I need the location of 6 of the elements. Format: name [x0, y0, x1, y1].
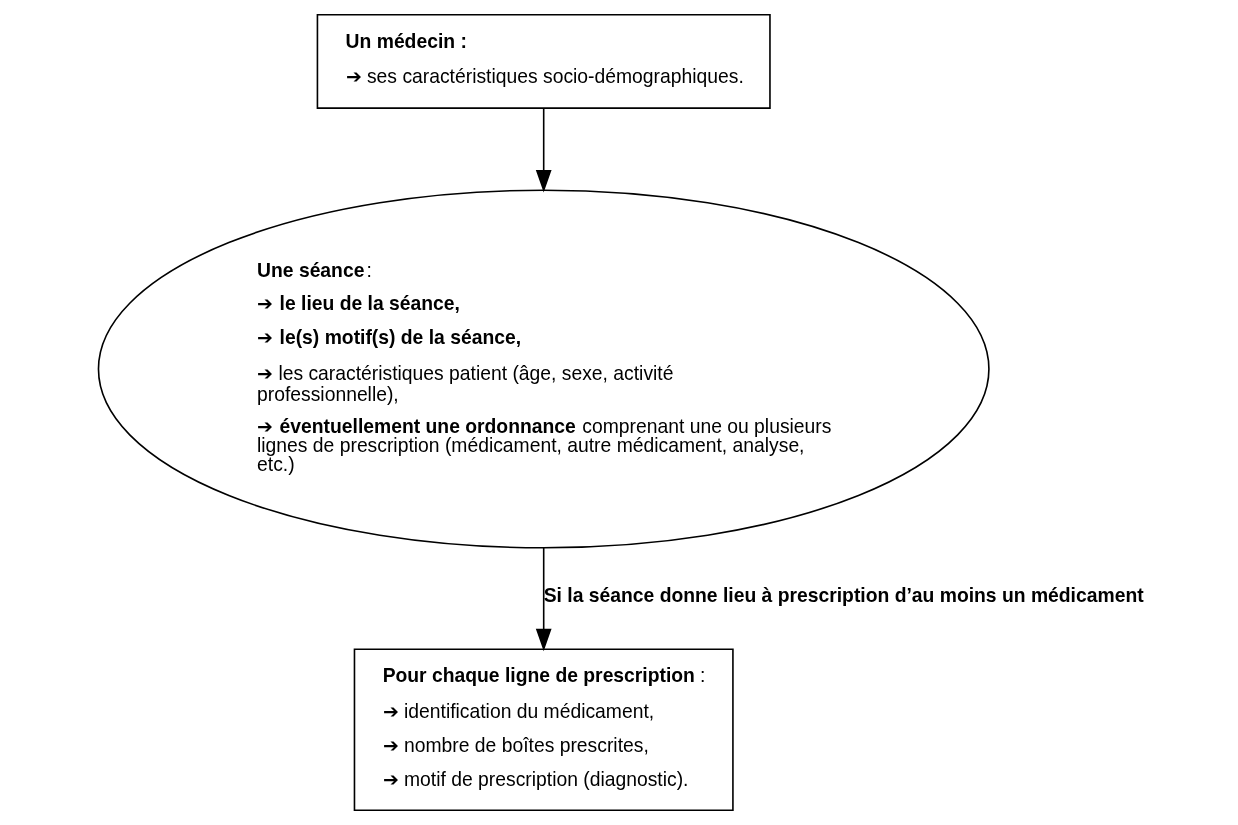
edge-label: Si la séance donne lieu à prescription d’au moins un médicament — [543, 584, 1144, 606]
node-ellipse: Une séance: ➔ le lieu de la séance, ➔ le(s) motif(s) de la séance, ➔ les caractéristiques patient (âge, sexe, activité professionnelle), ➔ éventuellement une ordonnance comprenant une ou plusieurs lignes de prescription (médicament, autre médicament, analyse, etc.) — [97, 189, 990, 549]
arrow — [535, 107, 552, 193]
node-box: Un médecin : ➔ ses caractéristiques socio-démographiques. — [316, 13, 771, 109]
arrow — [535, 547, 552, 652]
node-box: Pour chaque ligne de prescription : ➔ identification du médicament, ➔ nombre de boîtes prescrites, ➔ motif de prescription (diagnostic). — [353, 648, 734, 812]
